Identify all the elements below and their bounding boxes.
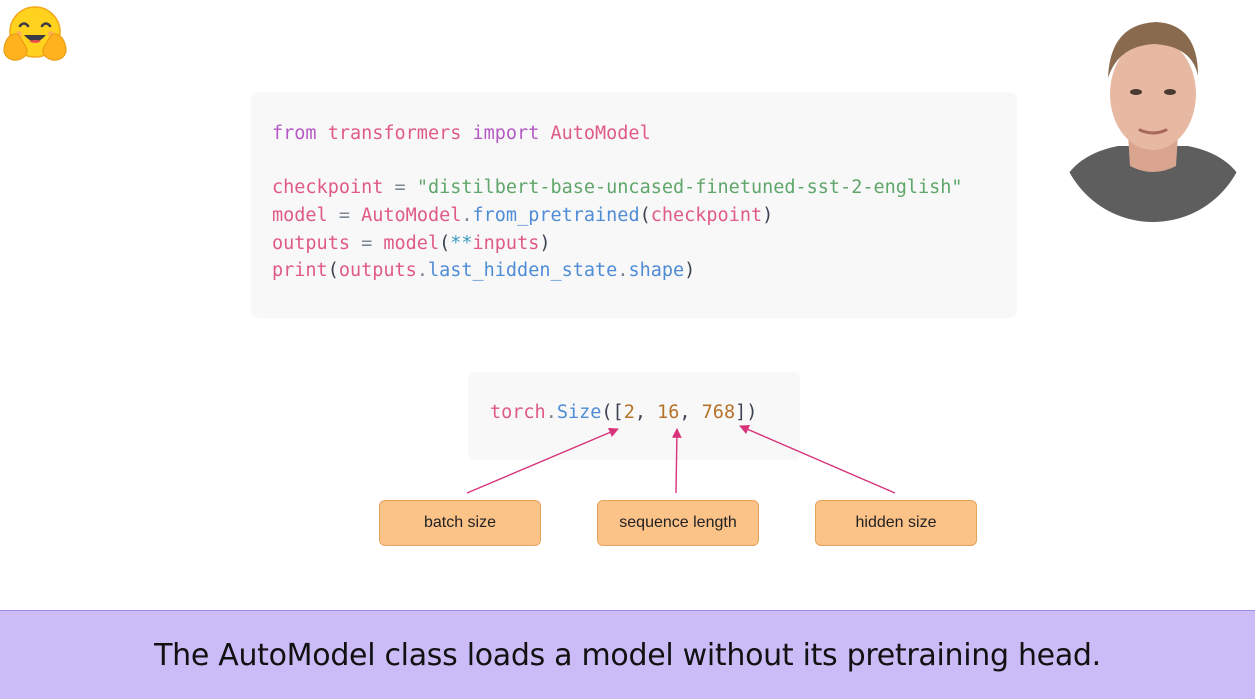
comma-sep: , <box>634 402 658 423</box>
comma-sep: , <box>679 402 702 423</box>
keyword-import: import <box>472 123 540 144</box>
code-line-print: print(outputs.last_hidden_state.shape) <box>272 257 695 285</box>
paren-open: ( <box>439 233 451 254</box>
sequence-length-value: 16 <box>657 402 680 423</box>
checkpoint-string: "distilbert-base-uncased-finetuned-sst-2… <box>416 177 963 198</box>
inputs-arg: inputs <box>472 233 540 254</box>
code-line-checkpoint: checkpoint = "distilbert-base-uncased-fi… <box>272 174 963 202</box>
caption-bar: The AutoModel class loads a model withou… <box>0 610 1255 699</box>
print-call: print <box>272 260 328 281</box>
module-name: transformers <box>327 123 462 144</box>
hugging-face-logo-icon <box>3 6 67 61</box>
assign-op: = <box>349 233 384 254</box>
bracket-close: ]) <box>735 402 758 423</box>
dot-op: . <box>461 205 473 226</box>
batch-size-label: batch size <box>379 500 541 546</box>
checkpoint-var: checkpoint <box>272 177 384 198</box>
shape-attr: shape <box>628 260 685 281</box>
last-hidden-state-attr: last_hidden_state <box>427 260 618 281</box>
code-line-model: model = AutoModel.from_pretrained(checkp… <box>272 202 773 230</box>
keyword-from: from <box>272 123 317 144</box>
assign-op: = <box>383 177 417 198</box>
code-line-outputs: outputs = model(**inputs) <box>272 230 550 258</box>
presenter-avatar-icon <box>1058 6 1248 222</box>
automodel-class: AutoModel <box>361 205 462 226</box>
size-class: Size <box>556 402 602 423</box>
assign-op: = <box>327 205 362 226</box>
outputs-var: outputs <box>272 233 350 254</box>
dot-op: . <box>545 402 557 423</box>
code-block: from transformers import AutoModel check… <box>251 92 1017 318</box>
paren-close: ) <box>684 260 696 281</box>
paren-close: ) <box>762 205 774 226</box>
caption-text: The AutoModel class loads a model withou… <box>154 637 1101 673</box>
paren-close: ) <box>539 233 551 254</box>
dot-op: . <box>617 260 629 281</box>
paren-open: ( <box>639 205 651 226</box>
output-line: torch.Size([2, 16, 768]) <box>490 399 757 427</box>
sequence-length-label: sequence length <box>597 500 759 546</box>
presenter-avatar <box>1058 6 1248 222</box>
batch-size-value: 2 <box>623 402 635 423</box>
dot-op: . <box>416 260 428 281</box>
torch-module: torch <box>490 402 546 423</box>
checkpoint-arg: checkpoint <box>650 205 763 226</box>
bracket-open: ([ <box>601 402 624 423</box>
code-line-import: from transformers import AutoModel <box>272 120 651 148</box>
paren-open: ( <box>327 260 339 281</box>
import-name: AutoModel <box>550 123 651 144</box>
from-pretrained-method: from_pretrained <box>472 205 640 226</box>
output-block: torch.Size([2, 16, 768]) <box>468 372 800 460</box>
model-call: model <box>383 233 440 254</box>
model-var: model <box>272 205 328 226</box>
unpack-op: ** <box>450 233 473 254</box>
hidden-size-value: 768 <box>701 402 736 423</box>
outputs-ref: outputs <box>338 260 417 281</box>
hidden-size-label: hidden size <box>815 500 977 546</box>
